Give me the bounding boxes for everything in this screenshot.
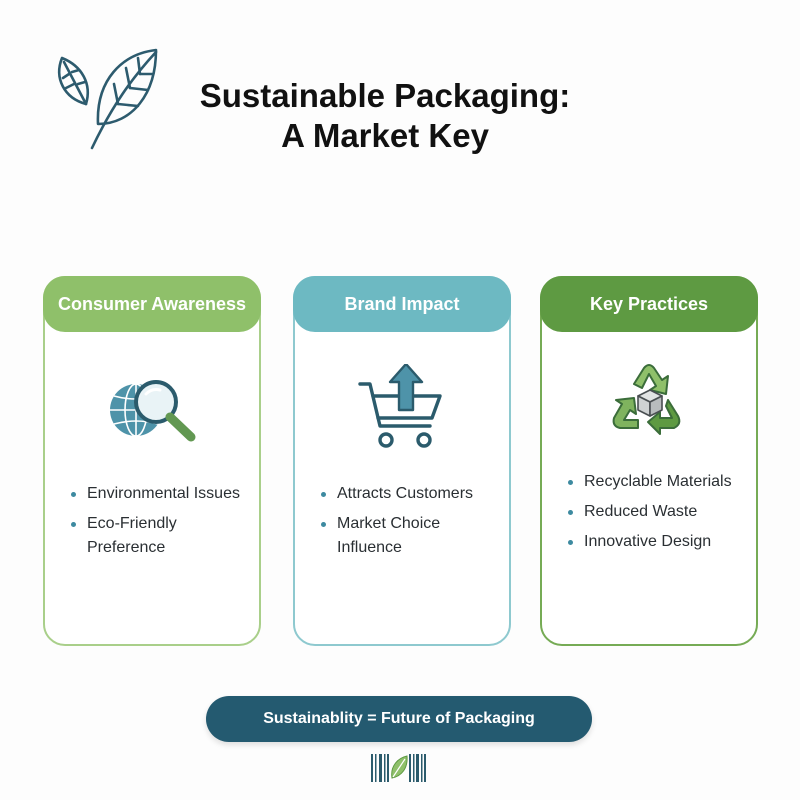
card-header: Consumer Awareness <box>43 276 261 332</box>
footer-banner: Sustainablity = Future of Packaging <box>206 696 592 742</box>
list-item: Attracts Customers <box>319 482 503 506</box>
shopping-cart-arrow-icon <box>358 364 442 448</box>
bullet-list: Environmental Issues Eco-Friendly Prefer… <box>69 482 253 566</box>
title-line-2: A Market Key <box>281 117 489 154</box>
list-item: Environmental Issues <box>69 482 253 506</box>
card-header: Brand Impact <box>293 276 511 332</box>
globe-magnifier-icon <box>110 380 196 442</box>
card-key-practices: Key Practices Recyclable Materials Reduc… <box>540 276 758 646</box>
list-item: Eco-Friendly Preference <box>69 512 253 560</box>
list-item: Market Choice Influence <box>319 512 503 560</box>
leaf-icon <box>57 48 158 150</box>
card-consumer-awareness: Consumer Awareness Environmental Issues … <box>43 276 261 646</box>
card-header: Key Practices <box>540 276 758 332</box>
recycle-box-icon <box>612 364 681 435</box>
title-line-1: Sustainable Packaging: <box>199 77 571 114</box>
list-item: Reduced Waste <box>566 500 750 524</box>
list-item: Recyclable Materials <box>566 470 750 494</box>
barcode-leaf-icon <box>371 754 426 782</box>
card-brand-impact: Brand Impact Attracts Customers Market C… <box>293 276 511 646</box>
list-item: Innovative Design <box>566 530 750 554</box>
bullet-list: Recyclable Materials Reduced Waste Innov… <box>566 470 750 560</box>
page-title: Sustainable Packaging: A Market Key <box>150 76 620 156</box>
bullet-list: Attracts Customers Market Choice Influen… <box>319 482 503 566</box>
